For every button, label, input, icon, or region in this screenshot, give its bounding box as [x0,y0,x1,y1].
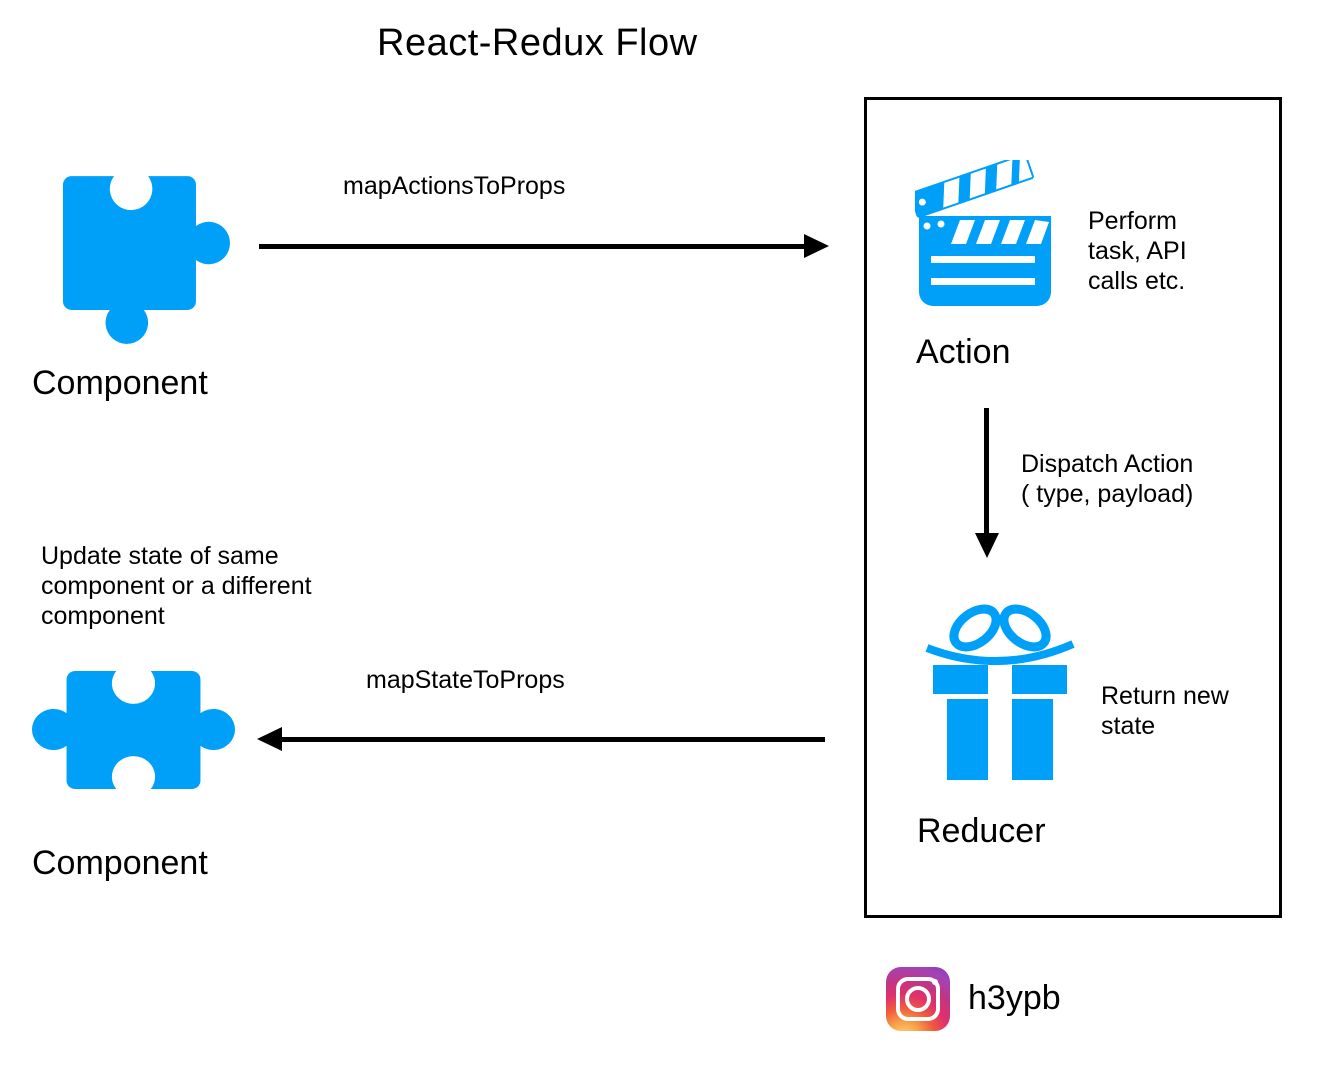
dispatch-action-label: Dispatch Action ( type, payload) [1021,449,1193,509]
action-note: Perform task, API calls etc. [1088,207,1187,295]
footer-handle: h3ypb [968,979,1061,1017]
map-actions-to-props-label: mapActionsToProps [343,172,566,200]
map-state-to-props-label: mapStateToProps [366,666,565,694]
reducer-label: Reducer [917,812,1046,850]
component-bottom-label: Component [32,844,208,882]
dispatch-arrow-line [984,408,989,535]
action-label: Action [916,333,1011,371]
map-state-arrow-line [281,737,825,742]
puzzle-piece-icon [32,671,235,789]
instagram-flash-dot [932,979,938,985]
dispatch-arrowhead-icon [975,533,999,558]
update-state-note: Update state of same component or a diff… [41,542,312,630]
page-title: React-Redux Flow [377,22,698,64]
component-top-label: Component [32,364,208,402]
instagram-lens [905,986,931,1012]
map-actions-arrow-line [259,244,805,249]
reducer-note: Return new state [1101,682,1229,740]
dispatch-label-line2: ( type, payload) [1021,480,1194,508]
gift-icon [925,604,1075,780]
map-actions-arrowhead-icon [804,234,829,258]
puzzle-piece-icon [63,176,230,344]
map-state-arrowhead-icon [257,727,282,751]
instagram-icon [886,967,950,1031]
clapperboard-icon [915,160,1051,306]
instagram-frame [896,977,940,1021]
dispatch-label-line1: Dispatch Action [1021,450,1194,478]
